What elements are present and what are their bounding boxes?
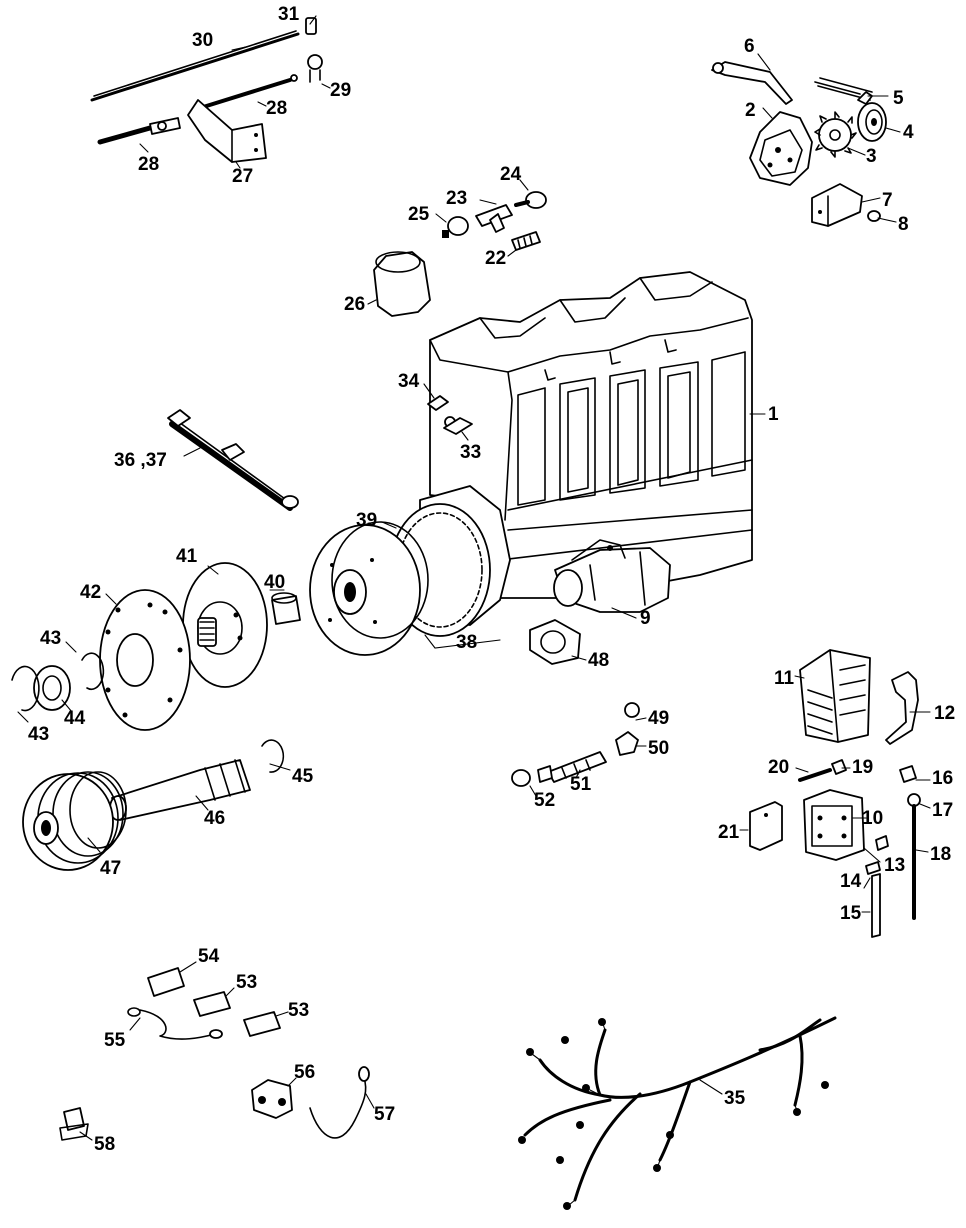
switch-box bbox=[803, 789, 865, 861]
label-18: 18 bbox=[930, 844, 951, 865]
label-57: 57 bbox=[374, 1104, 395, 1125]
label-36-37: 36 ,37 bbox=[114, 450, 167, 471]
label-23: 23 bbox=[446, 188, 467, 209]
wiring-harness bbox=[518, 1016, 837, 1210]
gasket bbox=[529, 619, 581, 665]
flywheel-assembly bbox=[309, 485, 511, 656]
label-14: 14 bbox=[840, 871, 862, 892]
fuel-filter bbox=[373, 251, 431, 317]
label-42: 42 bbox=[80, 582, 101, 603]
alternator-assembly bbox=[711, 61, 887, 227]
bushing bbox=[271, 592, 301, 625]
label-28a: 28 bbox=[266, 98, 287, 119]
label-2: 2 bbox=[745, 100, 756, 121]
label-44: 44 bbox=[64, 708, 86, 729]
label-43a: 43 bbox=[40, 628, 61, 649]
pulley bbox=[22, 771, 127, 871]
clutch-disc bbox=[182, 562, 268, 688]
label-55: 55 bbox=[104, 1030, 126, 1051]
label-10: 10 bbox=[862, 808, 883, 829]
label-43b: 43 bbox=[28, 724, 49, 745]
label-39: 39 bbox=[356, 510, 377, 531]
label-17: 17 bbox=[932, 800, 953, 821]
leader-lines bbox=[17, 15, 931, 1141]
label-13: 13 bbox=[884, 855, 905, 876]
label-6: 6 bbox=[744, 36, 755, 57]
bearing-and-rings bbox=[11, 652, 285, 773]
sensors bbox=[427, 395, 473, 435]
label-3: 3 bbox=[866, 146, 877, 167]
label-33: 33 bbox=[460, 442, 481, 463]
label-51: 51 bbox=[570, 774, 592, 795]
label-49: 49 bbox=[648, 708, 669, 729]
label-53b: 53 bbox=[288, 1000, 309, 1021]
engine-block bbox=[429, 271, 753, 599]
part-labels: 1 2 3 4 5 6 7 8 9 10 11 12 13 14 15 16 1… bbox=[28, 4, 955, 1155]
label-27: 27 bbox=[232, 166, 253, 187]
label-12: 12 bbox=[934, 703, 955, 724]
label-53a: 53 bbox=[236, 972, 257, 993]
cable-rod bbox=[167, 409, 299, 511]
bracket-21 bbox=[749, 801, 783, 851]
label-47: 47 bbox=[100, 858, 121, 879]
label-54: 54 bbox=[198, 946, 220, 967]
label-20: 20 bbox=[768, 757, 789, 778]
label-58: 58 bbox=[94, 1134, 115, 1155]
bracket-12 bbox=[885, 671, 919, 745]
electrical-small-parts bbox=[59, 967, 370, 1141]
label-4: 4 bbox=[903, 122, 914, 143]
label-35: 35 bbox=[724, 1088, 746, 1109]
label-22: 22 bbox=[485, 248, 506, 269]
label-34: 34 bbox=[398, 371, 420, 392]
label-45: 45 bbox=[292, 766, 314, 787]
label-5: 5 bbox=[893, 88, 904, 109]
label-48: 48 bbox=[588, 650, 609, 671]
small-fittings bbox=[798, 759, 921, 938]
label-24: 24 bbox=[500, 164, 522, 185]
label-38: 38 bbox=[456, 632, 477, 653]
label-11: 11 bbox=[774, 668, 795, 689]
label-29: 29 bbox=[330, 80, 351, 101]
label-7: 7 bbox=[882, 190, 893, 211]
label-9: 9 bbox=[640, 608, 651, 629]
label-40: 40 bbox=[264, 572, 285, 593]
air-cleaner-housing bbox=[799, 649, 871, 743]
label-56: 56 bbox=[294, 1062, 315, 1083]
throttle-rod-assembly bbox=[90, 17, 323, 163]
label-15: 15 bbox=[840, 903, 862, 924]
fuel-line-fittings bbox=[511, 702, 640, 787]
label-46: 46 bbox=[204, 808, 225, 829]
label-26: 26 bbox=[344, 294, 365, 315]
label-31: 31 bbox=[278, 4, 300, 25]
label-1: 1 bbox=[768, 404, 779, 425]
label-19: 19 bbox=[852, 757, 873, 778]
label-52: 52 bbox=[534, 790, 555, 811]
starter-motor bbox=[553, 539, 671, 613]
label-25: 25 bbox=[408, 204, 430, 225]
label-16: 16 bbox=[932, 768, 953, 789]
label-50: 50 bbox=[648, 738, 669, 759]
shaft bbox=[109, 759, 251, 821]
label-8: 8 bbox=[898, 214, 909, 235]
label-28b: 28 bbox=[138, 154, 159, 175]
fuel-fittings bbox=[442, 191, 547, 251]
label-30: 30 bbox=[192, 30, 213, 51]
pressure-plate bbox=[99, 589, 191, 731]
label-41: 41 bbox=[176, 546, 198, 567]
label-21: 21 bbox=[718, 822, 740, 843]
